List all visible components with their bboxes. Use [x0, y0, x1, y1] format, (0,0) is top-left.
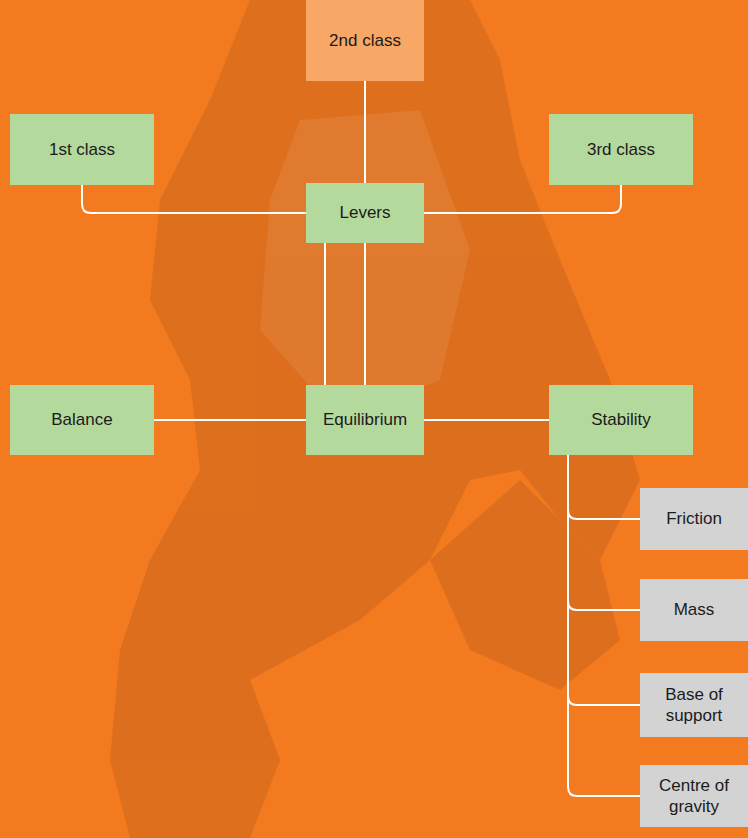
connector-line — [364, 243, 366, 385]
box-label: Stability — [591, 409, 651, 430]
box-label: Equilibrium — [323, 409, 407, 430]
connector-line — [568, 455, 640, 796]
connector-line — [568, 455, 640, 705]
box-label: Base of support — [648, 684, 740, 727]
connector-line — [568, 455, 640, 519]
concept-box: Stability — [549, 385, 693, 455]
connector-line — [424, 185, 621, 213]
box-label: Mass — [674, 599, 715, 620]
topic-box: Levers — [306, 183, 424, 243]
box-label: Friction — [666, 508, 722, 529]
lever-class-box: 2nd class — [306, 0, 424, 81]
box-label: Centre of gravity — [648, 775, 740, 818]
box-label: 3rd class — [587, 139, 655, 160]
box-label: 2nd class — [329, 30, 401, 51]
lever-class-box: 1st class — [10, 114, 154, 185]
connector-line — [154, 419, 306, 421]
connector-line — [568, 455, 640, 610]
factor-box: Mass — [640, 579, 748, 641]
concept-box: Balance — [10, 385, 154, 455]
box-label: Levers — [339, 202, 390, 223]
factor-box: Base of support — [640, 673, 748, 737]
connector-line — [364, 81, 366, 183]
connector-line — [424, 419, 549, 421]
box-label: Balance — [51, 409, 112, 430]
lever-class-box: 3rd class — [549, 114, 693, 185]
factor-box: Friction — [640, 488, 748, 550]
connector-line — [82, 185, 306, 213]
factor-box: Centre of gravity — [640, 765, 748, 827]
box-label: 1st class — [49, 139, 115, 160]
concept-box: Equilibrium — [306, 385, 424, 455]
